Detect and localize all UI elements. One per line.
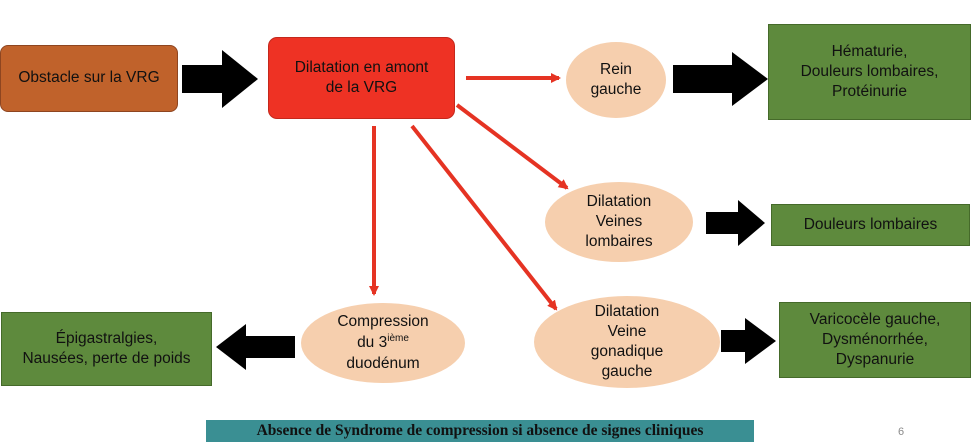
epigastralgies-label: Épigastralgies, Nausées, perte de poids bbox=[22, 329, 191, 367]
veines-lombaires-label: Dilatation Veines lombaires bbox=[585, 192, 653, 251]
compression-ellipse: Compression du 3ième duodénum bbox=[301, 303, 465, 383]
varicocele-box: Varicocèle gauche, Dysménorrhée, Dyspanu… bbox=[779, 302, 971, 378]
black-arrow-compression-to-epigastralgies bbox=[216, 324, 295, 370]
dilatation-box: Dilatation en amont de la VRG bbox=[268, 37, 455, 119]
hematurie-box: Hématurie, Douleurs lombaires, Protéinur… bbox=[768, 24, 971, 120]
rein-gauche-ellipse: Rein gauche bbox=[566, 42, 666, 118]
compression-du: du 3 bbox=[357, 334, 388, 352]
caption-banner: Absence de Syndrome de compression si ab… bbox=[206, 420, 754, 442]
veine-gonadique-label: Dilatation Veine gonadique gauche bbox=[590, 302, 664, 381]
obstacle-box: Obstacle sur la VRG bbox=[0, 45, 178, 112]
black-arrow-obstacle-to-dilatation bbox=[182, 50, 258, 108]
black-arrow-lombaires-to-douleurs bbox=[706, 200, 765, 246]
rein-gauche-label: Rein gauche bbox=[590, 60, 642, 98]
veines-lombaires-ellipse: Dilatation Veines lombaires bbox=[545, 182, 693, 262]
red-arrow-dilatation-to-veines-lombaires bbox=[455, 103, 569, 190]
compression-line3: duodénum bbox=[346, 354, 420, 372]
obstacle-label: Obstacle sur la VRG bbox=[18, 69, 160, 87]
caption-text: Absence de Syndrome de compression si ab… bbox=[256, 422, 704, 439]
compression-line1: Compression bbox=[337, 313, 429, 331]
douleurs-lombaires-label: Douleurs lombaires bbox=[803, 215, 938, 233]
veine-gonadique-ellipse: Dilatation Veine gonadique gauche bbox=[534, 296, 720, 388]
page-number: 6 bbox=[898, 426, 905, 438]
black-arrow-gonadique-to-varicocele bbox=[721, 318, 776, 364]
epigastralgies-box: Épigastralgies, Nausées, perte de poids bbox=[1, 312, 212, 386]
hematurie-label: Hématurie, Douleurs lombaires, Protéinur… bbox=[800, 42, 939, 101]
black-arrow-rein-to-hematurie bbox=[673, 52, 768, 106]
compression-line2: du 3ième bbox=[357, 332, 409, 353]
compression-superscript: ième bbox=[387, 333, 409, 345]
douleurs-lombaires-box: Douleurs lombaires bbox=[771, 204, 970, 246]
red-arrow-dilatation-to-veine-gonadique bbox=[410, 124, 558, 311]
dilatation-label: Dilatation en amont de la VRG bbox=[294, 58, 429, 96]
varicocele-label: Varicocèle gauche, Dysménorrhée, Dyspanu… bbox=[809, 310, 941, 369]
